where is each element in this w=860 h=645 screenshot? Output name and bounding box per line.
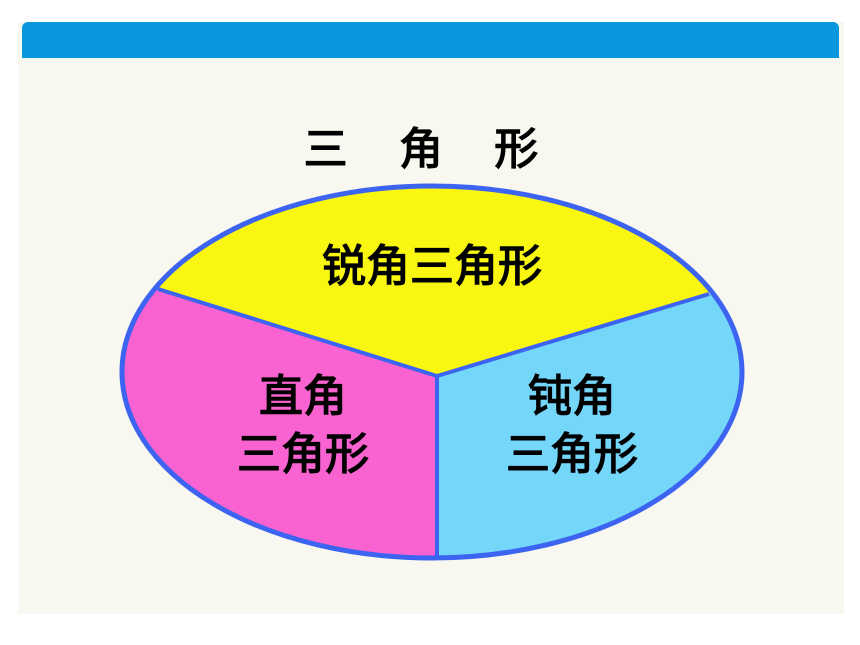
label-right-line1: 直角	[259, 371, 347, 422]
ellipse-outline	[119, 183, 745, 561]
label-right-triangle: 直角 三角形	[228, 368, 378, 484]
header-bar	[22, 22, 839, 58]
divider-right	[436, 292, 710, 378]
label-acute-triangle: 锐角三角形	[322, 241, 542, 292]
label-obtuse-line2: 三角形	[506, 429, 638, 480]
label-obtuse-line1: 钝角	[528, 371, 616, 422]
diagram-title: 三 角 形	[303, 124, 557, 175]
label-right-line2: 三角形	[237, 429, 369, 480]
label-obtuse-triangle: 钝角 三角形	[492, 368, 652, 484]
divider-left	[157, 287, 438, 378]
